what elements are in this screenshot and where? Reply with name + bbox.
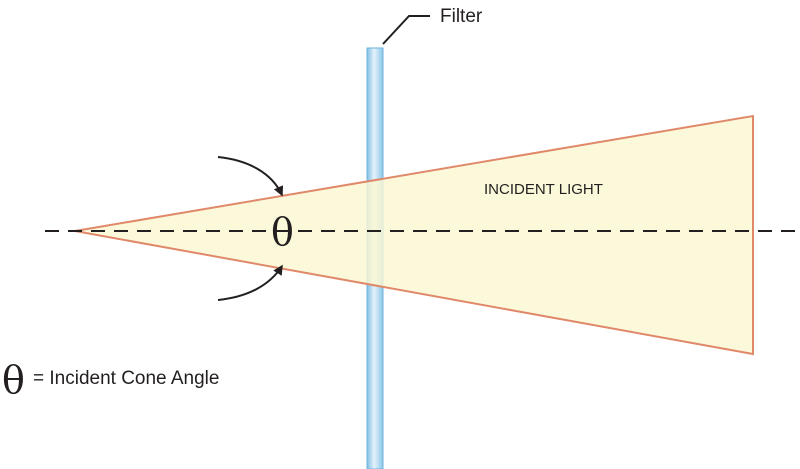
legend-theta-symbol: θ [2,358,25,402]
incident-light-cone [74,114,754,356]
upper-angle-arrow-icon [217,156,284,197]
filter-label: Filter [440,6,483,27]
lower-angle-arrow-icon [217,264,283,301]
legend-description: = Incident Cone Angle [33,368,219,389]
filter-callout-line [382,15,430,45]
theta-angle-label: θ [271,210,294,254]
incident-light-label: INCIDENT LIGHT [484,181,603,198]
